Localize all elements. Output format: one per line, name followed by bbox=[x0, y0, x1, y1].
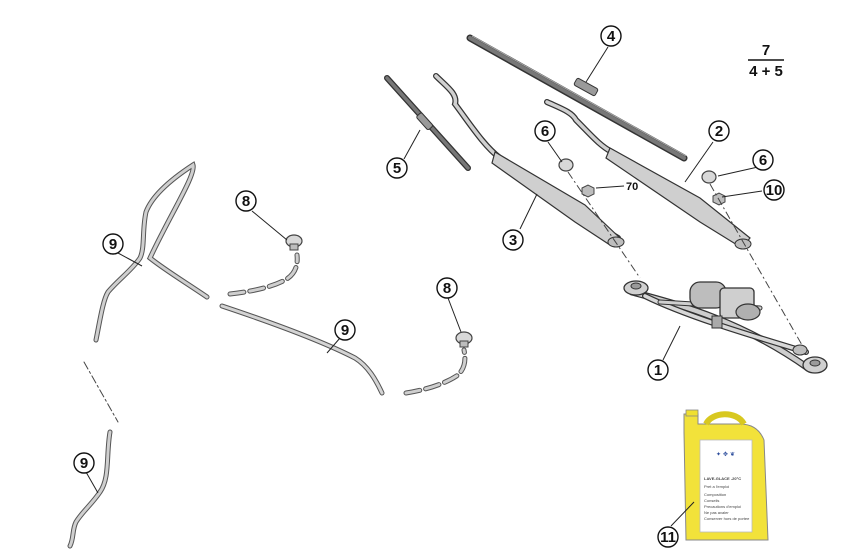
callout-circle bbox=[235, 190, 257, 212]
callout-number: 10 bbox=[766, 182, 783, 199]
callout-circle bbox=[708, 120, 730, 142]
callout-circle bbox=[436, 277, 458, 299]
spindle-nut-left bbox=[581, 184, 595, 198]
washer-fluid-bottle: ✦ ✥ ❦ LAVE-GLACE -20°C Pret a l'emploi C… bbox=[683, 409, 769, 541]
callout-c2: 2 bbox=[708, 120, 730, 142]
callout-c11: 11 bbox=[657, 526, 679, 548]
callout-number: 8 bbox=[242, 193, 250, 210]
callout-circle bbox=[752, 149, 774, 171]
callout-c8a: 8 bbox=[235, 190, 257, 212]
callout-c9b: 9 bbox=[334, 319, 356, 341]
callout-circle bbox=[763, 179, 785, 201]
wiper-arm-right bbox=[544, 99, 752, 250]
nozzle-hose-lower bbox=[403, 347, 468, 396]
callout-c10: 10 bbox=[763, 179, 785, 201]
callout-number: 9 bbox=[80, 455, 88, 472]
callout-number: 1 bbox=[654, 362, 662, 379]
callout-c6b: 6 bbox=[752, 149, 774, 171]
callout-circle bbox=[647, 359, 669, 381]
bottle-text-line: Conserver hors de portee bbox=[704, 516, 750, 521]
callout-number: 6 bbox=[541, 123, 549, 140]
assembly-lines bbox=[567, 171, 807, 353]
washer-hose-middle bbox=[219, 303, 385, 396]
callout-circle bbox=[334, 319, 356, 341]
callout-number: 4 bbox=[607, 28, 616, 45]
callout-number: 6 bbox=[759, 152, 767, 169]
bottle-text-line: Precautions d'emploi bbox=[704, 504, 741, 509]
bottle-text-line: Conseils bbox=[704, 498, 719, 503]
callout-circle bbox=[534, 120, 556, 142]
bottle-product-label: LAVE-GLACE -20°C bbox=[704, 476, 741, 481]
leader-lines bbox=[85, 46, 763, 527]
callout-circle bbox=[102, 233, 124, 255]
wiper-blade-small bbox=[384, 75, 471, 171]
callout-number: 5 bbox=[393, 160, 401, 177]
callout-number: 8 bbox=[443, 280, 451, 297]
svg-text:✦ ✥ ❦: ✦ ✥ ❦ bbox=[716, 451, 735, 458]
callout-circle bbox=[386, 157, 408, 179]
callout-circle bbox=[502, 229, 524, 251]
nozzle-hose-upper bbox=[227, 252, 300, 297]
callout-c5: 5 bbox=[386, 157, 408, 179]
bottle-text-line: Ne pas avaler bbox=[704, 510, 729, 515]
bottle-text-line: Composition bbox=[704, 492, 726, 497]
wiper-linkage-motor bbox=[623, 280, 828, 374]
callout-c9a: 9 bbox=[102, 233, 124, 255]
callout-c8b: 8 bbox=[436, 277, 458, 299]
callout-number: 11 bbox=[660, 529, 676, 546]
washer-nozzle-upper bbox=[285, 234, 303, 251]
callout-number: 9 bbox=[341, 322, 349, 339]
callout-circle bbox=[657, 526, 679, 548]
callout-c4: 4 bbox=[600, 25, 622, 47]
callout-number: 2 bbox=[715, 123, 723, 140]
bottle-text-line: Pret a l'emploi bbox=[704, 484, 729, 489]
spindle-cap-right bbox=[701, 170, 717, 184]
callout-c1: 1 bbox=[647, 359, 669, 381]
kit-note: 7 4 + 5 bbox=[748, 42, 784, 80]
washer-nozzle-lower bbox=[455, 331, 473, 348]
wiper-blade-large bbox=[466, 34, 688, 162]
torque-value-label: 70 bbox=[626, 181, 638, 193]
washer-hose-left bbox=[67, 161, 210, 549]
kit-note-bottom: 4 + 5 bbox=[749, 63, 783, 80]
callout-c6a: 6 bbox=[534, 120, 556, 142]
callout-c9c: 9 bbox=[73, 452, 95, 474]
callout-number: 3 bbox=[509, 232, 517, 249]
callout-circle bbox=[73, 452, 95, 474]
callout-c3: 3 bbox=[502, 229, 524, 251]
callout-number: 9 bbox=[109, 236, 117, 253]
kit-note-top: 7 bbox=[762, 42, 770, 59]
callouts: 1 2 3 4 5 6 6 8 8 9 9 9 10 11 bbox=[73, 25, 785, 548]
callout-circle bbox=[600, 25, 622, 47]
spindle-cap-left bbox=[558, 158, 574, 172]
